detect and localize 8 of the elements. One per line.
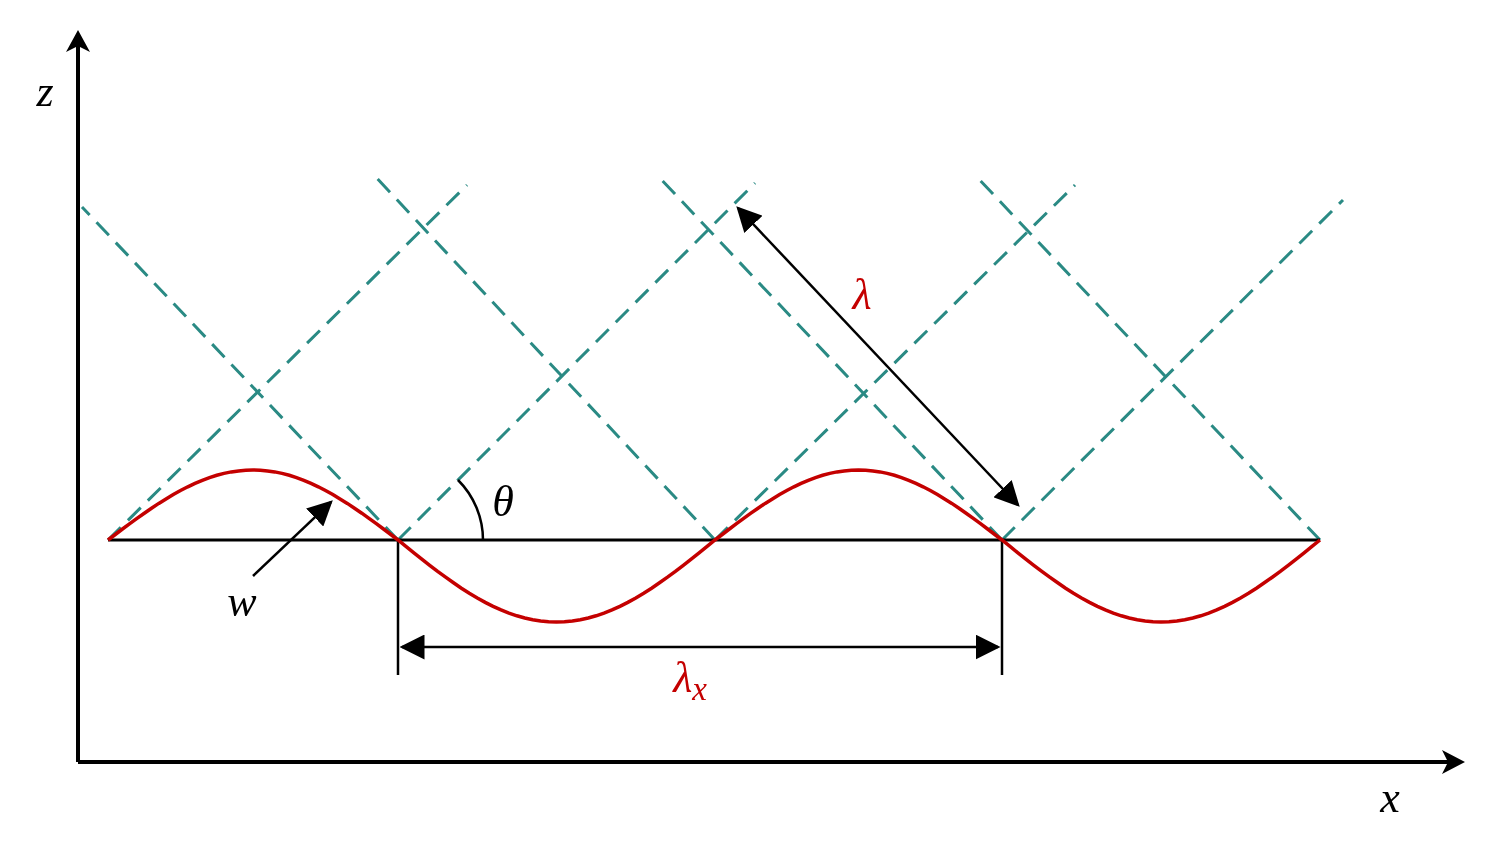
symbol-label: x (1380, 776, 1400, 820)
wave-curve (106, 468, 1322, 624)
symbol-label: λ (852, 273, 872, 317)
leader-line (252, 500, 333, 577)
symbol-label: λ$_{x}$ (673, 656, 707, 700)
variable-label: w (227, 580, 257, 624)
symbol-label: θ (492, 480, 514, 524)
symbol-label: z (36, 70, 54, 114)
